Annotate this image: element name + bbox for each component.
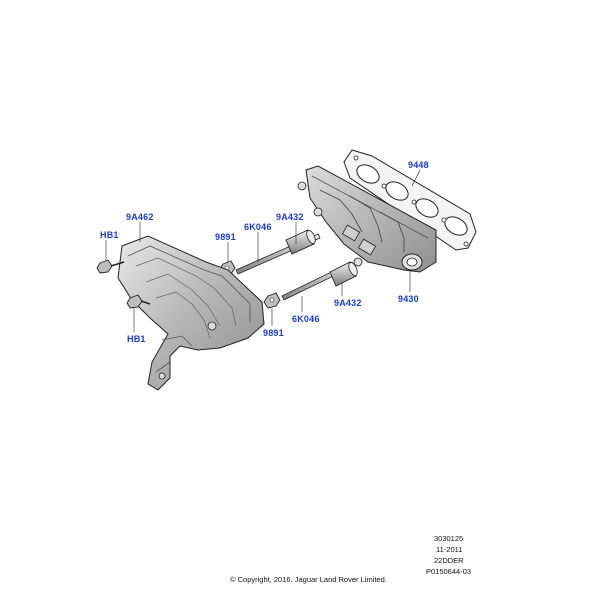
callout-bolt-upper: HB1 — [100, 230, 119, 240]
callout-nut-upper: 9891 — [215, 232, 236, 242]
callout-heat-shield: 9A462 — [126, 212, 154, 222]
callout-stud-upper: 6K046 — [244, 222, 272, 232]
callout-nut-lower: 9891 — [263, 328, 284, 338]
callout-spacer-lower: 9A432 — [334, 298, 362, 308]
callout-stud-lower: 6K046 — [292, 314, 320, 324]
spacer-lower — [329, 261, 358, 287]
ref-part-id: P0150644-03 — [426, 567, 472, 576]
leader-gasket — [411, 169, 421, 187]
exhaust-manifold — [297, 165, 437, 273]
ref-date: 11-2011 — [436, 545, 463, 554]
copyright-notice: © Copyright, 2016. Jaguar Land Rover Lim… — [230, 575, 387, 584]
bolt-upper — [96, 259, 125, 274]
callout-gasket: 9448 — [408, 160, 429, 170]
bolt-lower — [126, 294, 151, 309]
callout-manifold: 9430 — [398, 294, 419, 304]
ref-number: 3030125 — [434, 534, 464, 543]
heat-shield — [117, 235, 265, 391]
spacer-upper — [285, 229, 316, 255]
ref-code: 22DDER — [434, 556, 464, 565]
exhaust-gasket — [343, 149, 477, 251]
leader-lines — [105, 169, 421, 332]
callout-spacer-upper: 9A432 — [276, 212, 304, 222]
callout-bolt-lower: HB1 — [127, 334, 146, 344]
nut-lower — [263, 292, 281, 309]
